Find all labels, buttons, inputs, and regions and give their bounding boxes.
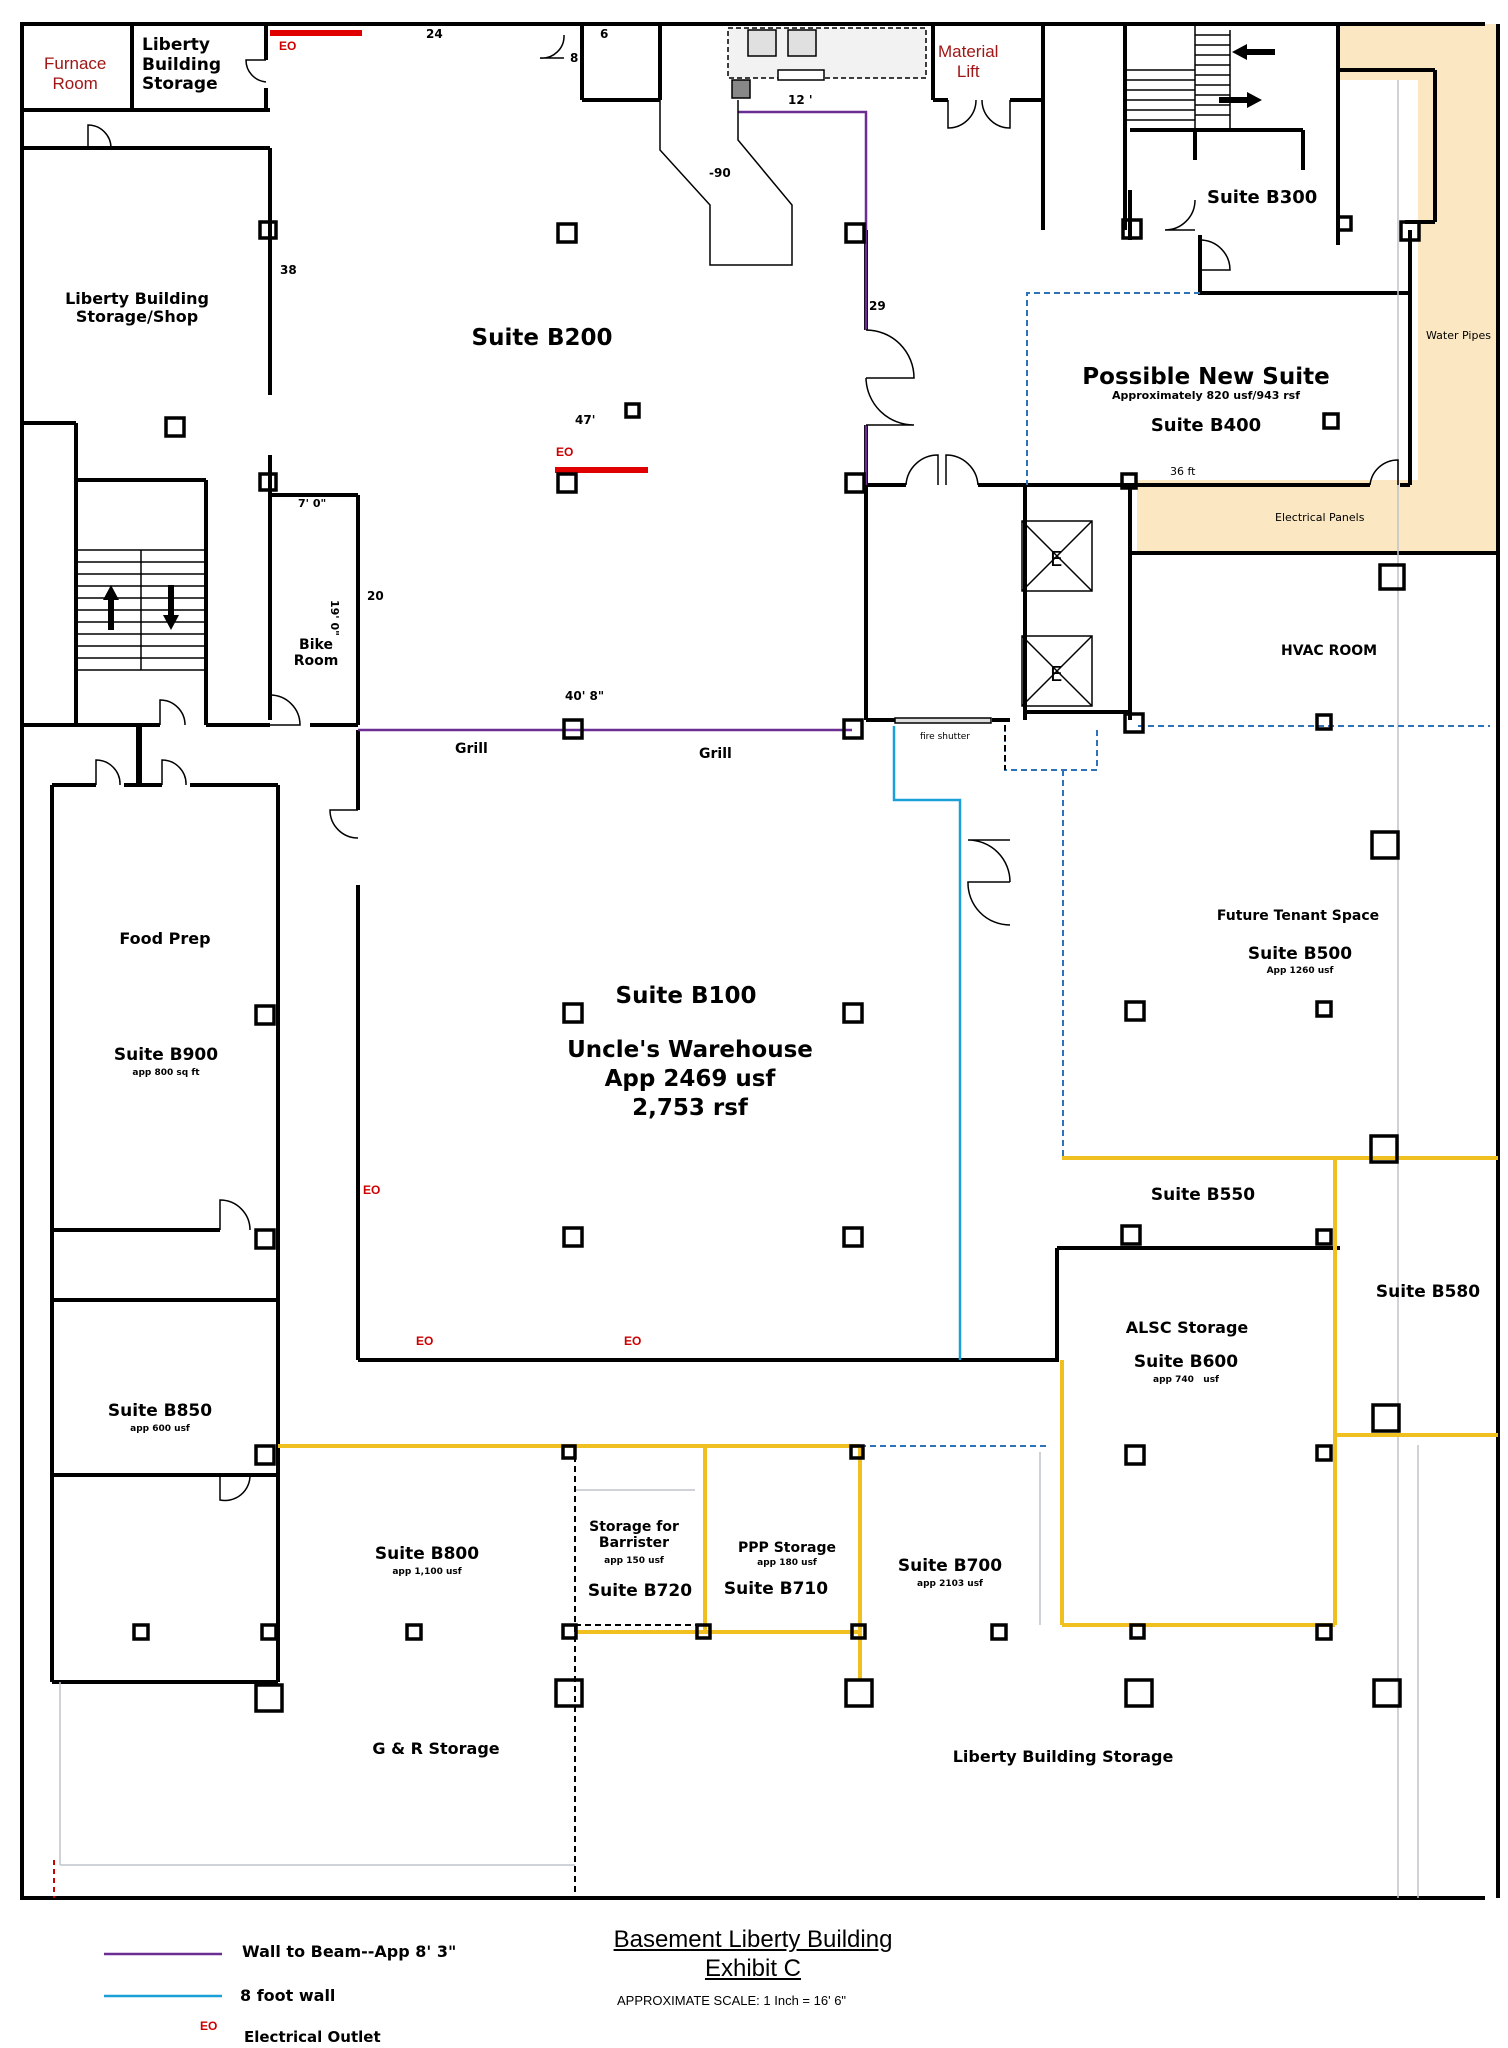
- suite-b700-area-label: app 2103 usf: [917, 1579, 983, 1589]
- thin-grey-lines: [59, 80, 1419, 1898]
- stair-arrows-left: [103, 585, 179, 630]
- electrical-outlet-2: EO: [556, 445, 574, 459]
- legend-electrical-outlet: Electrical Outlet: [244, 2028, 381, 2046]
- hvac-room-label: HVAC ROOM: [1281, 643, 1378, 659]
- suite-b550-label: Suite B550: [1150, 1185, 1256, 1205]
- legend-lines: [104, 1952, 222, 1998]
- legend-title-line1: Basement Liberty Building: [613, 1926, 893, 1953]
- elevator-2-label: E: [1050, 662, 1063, 686]
- kitchen-equipment: [659, 24, 927, 266]
- dim-12: 12 ': [788, 93, 813, 107]
- dim-24: 24: [426, 27, 443, 41]
- suite-boundaries: [278, 1156, 1498, 1680]
- furnace-room-label: Furnace Room: [44, 54, 107, 93]
- dim-36: 36 ft: [1170, 465, 1196, 478]
- dim-19-0: 19' 0": [328, 600, 341, 636]
- legend-title-line2: Exhibit C: [704, 1955, 802, 1982]
- outer-walls: [20, 22, 1500, 1900]
- mechanical-zone: [1137, 24, 1498, 555]
- ppp-storage-label: PPP Storage: [738, 1540, 836, 1556]
- dim-7-0: 7' 0": [298, 497, 327, 510]
- suite-b800-area-label: app 1,100 usf: [392, 1567, 462, 1577]
- dim-6: 6: [600, 27, 609, 41]
- suite-b300-label: Suite B300: [1207, 187, 1318, 208]
- elevator-1-label: E: [1050, 547, 1063, 571]
- suite-b900-label: Suite B900: [113, 1045, 219, 1065]
- new-suite-area-label: Approximately 820 usf/943 rsf: [1111, 389, 1301, 402]
- possible-new-suite-label: Possible New Suite: [1082, 364, 1330, 390]
- interior-walls: [22, 24, 1498, 1684]
- suite-b710-label: Suite B710: [723, 1579, 829, 1599]
- dim-minus-90: -90: [709, 166, 731, 180]
- suite-b850-label: Suite B850: [107, 1401, 213, 1421]
- wall-to-beam-lines: [358, 110, 868, 732]
- future-tenant-label: Future Tenant Space: [1216, 908, 1380, 924]
- gr-storage-label: G & R Storage: [372, 1739, 500, 1758]
- dim-20: 20: [367, 589, 384, 603]
- electrical-panels-label: Electrical Panels: [1275, 511, 1365, 524]
- grill-label-1: Grill: [455, 741, 488, 757]
- eight-foot-walls: [892, 726, 962, 1360]
- legend-scale: APPROXIMATE SCALE: 1 Inch = 16' 6": [617, 1993, 847, 2008]
- red-wall-segments: [270, 30, 648, 473]
- suite-b800-label: Suite B800: [374, 1544, 480, 1564]
- material-lift-label: Material Lift: [938, 42, 999, 81]
- legend-8-foot-wall: 8 foot wall: [240, 1986, 336, 2005]
- electrical-outlet-3: EO: [363, 1183, 381, 1197]
- legend-eo-symbol: EO: [200, 2019, 218, 2033]
- storage-shop-label: Liberty Building Storage/Shop: [65, 289, 209, 327]
- dim-47: 47': [575, 413, 596, 427]
- storage-barrister-area-label: app 150 usf: [604, 1556, 664, 1566]
- suite-b700-label: Suite B700: [897, 1556, 1003, 1576]
- electrical-outlet-4: EO: [416, 1334, 434, 1348]
- columns: [132, 215, 1421, 1713]
- suite-b720-label: Suite B720: [587, 1581, 693, 1601]
- fire-shutter-label: fire shutter: [920, 732, 970, 742]
- uncles-warehouse-label: Uncle's Warehouse: [567, 1037, 813, 1063]
- stair-arrows-right: [1219, 44, 1275, 108]
- suite-b600-label: Suite B600: [1133, 1352, 1239, 1372]
- liberty-storage-bottom-label: Liberty Building Storage: [952, 1747, 1174, 1766]
- suite-b400-label: Suite B400: [1150, 415, 1262, 436]
- bike-room-label: Bike Room: [293, 637, 339, 670]
- suite-b100-rsf-label: 2,753 rsf: [632, 1095, 748, 1121]
- water-pipes-label: Water Pipes: [1426, 329, 1491, 342]
- suite-b850-area-label: app 600 usf: [130, 1424, 190, 1434]
- elevators: [894, 520, 1093, 724]
- alsc-storage-label: ALSC Storage: [1125, 1318, 1249, 1337]
- storage-barrister-label: Storage for Barrister: [589, 1519, 679, 1552]
- electrical-outlet-5: EO: [624, 1334, 642, 1348]
- suite-b500-label: Suite B500: [1247, 944, 1353, 964]
- electrical-outlet-1: EO: [279, 39, 297, 53]
- suite-b500-area-label: App 1260 usf: [1266, 966, 1334, 976]
- grill-label-2: Grill: [699, 746, 732, 762]
- stairs-right: [1125, 24, 1231, 130]
- legend-wall-to-beam: Wall to Beam--App 8' 3": [242, 1942, 457, 1961]
- suite-b600-area-label: app 740 usf: [1153, 1375, 1219, 1385]
- stairs-left: [75, 549, 207, 671]
- suite-b100-usf-label: App 2469 usf: [604, 1066, 776, 1092]
- food-prep-label: Food Prep: [119, 929, 211, 948]
- dim-40-8: 40' 8": [565, 689, 605, 703]
- doors: [87, 34, 1399, 1502]
- dim-8: 8: [570, 51, 579, 65]
- black-dashed-lines: [574, 725, 1006, 1898]
- suite-b200-label: Suite B200: [471, 325, 613, 351]
- suite-b100-label: Suite B100: [615, 983, 757, 1009]
- dim-38: 38: [280, 263, 297, 277]
- dim-29: 29: [869, 299, 886, 313]
- suite-b900-area-label: app 800 sq ft: [132, 1068, 200, 1078]
- ppp-storage-area-label: app 180 usf: [757, 1558, 817, 1568]
- liberty-storage-top-label: Liberty Building Storage: [142, 35, 221, 95]
- suite-b580-label: Suite B580: [1375, 1282, 1481, 1302]
